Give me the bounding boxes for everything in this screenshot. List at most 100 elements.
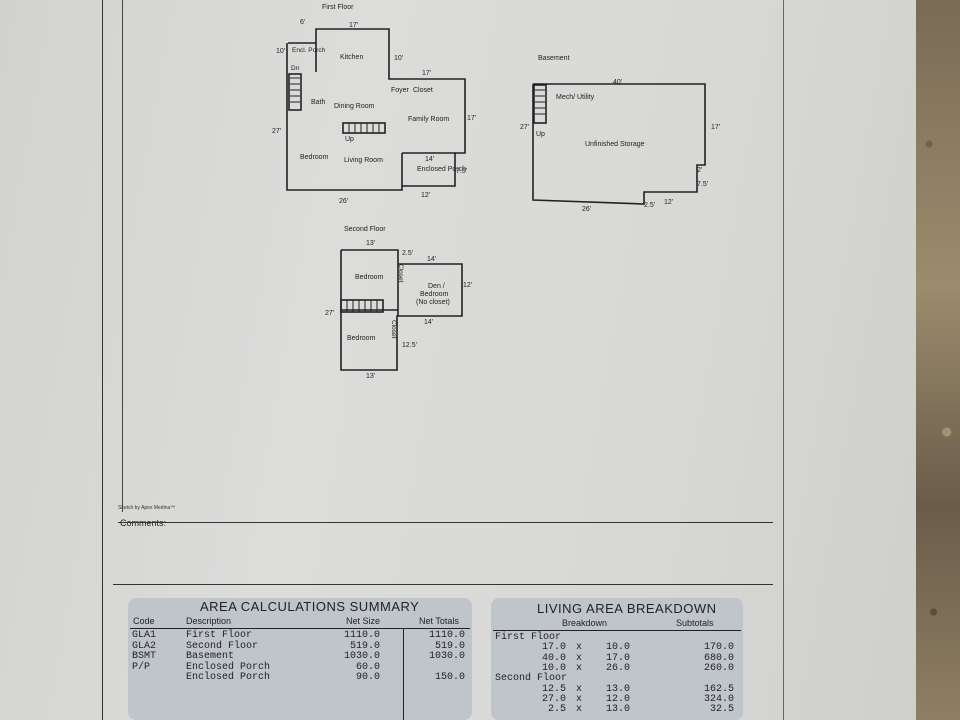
area-summary-panel: [128, 598, 472, 720]
room-label: Kitchen: [340, 54, 363, 61]
dim: 13': [366, 373, 375, 380]
dim: 17': [711, 124, 720, 131]
room-label: Den /: [428, 283, 445, 290]
first-floor-outline: [286, 28, 466, 191]
area-code-cell: GLA1: [132, 630, 157, 641]
room-label: Enclosed Porch: [417, 166, 466, 173]
header-net-size: Net Size: [346, 616, 381, 626]
room-label: Bedroom: [300, 154, 329, 161]
dim: 27': [325, 310, 334, 317]
comments-label: Comments:: [120, 518, 167, 528]
second-floor-outline: [340, 249, 463, 371]
header-breakdown: Breakdown: [562, 618, 608, 628]
dim: 27': [520, 124, 529, 131]
dim: 26': [339, 198, 348, 205]
header-rule: [493, 630, 741, 631]
dim: 14': [425, 156, 434, 163]
dim: 12.5': [402, 342, 417, 349]
dim: 13': [366, 240, 375, 247]
basement-title: Basement: [538, 55, 570, 62]
page-frame: [102, 0, 784, 720]
room-label: Dn: [291, 65, 300, 72]
dim: 26': [582, 206, 591, 213]
inner-border: [122, 0, 123, 512]
breakdown-times-cell: x: [576, 652, 583, 664]
room-label: Living Room: [344, 157, 383, 164]
dim: 17': [422, 70, 431, 77]
breakdown-times-cell: x: [576, 642, 583, 654]
room-label: Unfinished Storage: [585, 141, 645, 148]
area-net-size-cell: 60.0: [355, 661, 380, 673]
room-label: Bedroom: [355, 274, 384, 281]
first-floor-title: First Floor: [322, 4, 354, 11]
dim: 10': [276, 48, 285, 55]
room-label: Up: [536, 131, 545, 138]
dim: 27': [272, 128, 281, 135]
breakdown-length-cell: 12.5: [541, 683, 566, 695]
header-code: Code: [133, 616, 155, 626]
area-net-total-cell: 1030.0: [428, 651, 465, 662]
dim: 10': [394, 55, 403, 62]
area-net-size-cell: 1110.0: [343, 630, 380, 641]
room-label: Encl. Porch: [292, 47, 326, 54]
header-subtotals: Subtotals: [676, 618, 714, 628]
breakdown-length-cell: 2.5: [547, 704, 566, 716]
room-label: Bedroom: [347, 335, 376, 342]
area-description-cell: Enclosed Porch: [186, 672, 271, 683]
breakdown-width-cell: 13.0: [605, 683, 630, 695]
comments-rule: [118, 522, 773, 523]
dim: 12': [463, 282, 472, 289]
area-description-cell: First Floor: [186, 630, 253, 641]
second-floor-title: Second Floor: [344, 226, 386, 233]
breakdown-subtotal-cell: 324.0: [703, 693, 734, 705]
breakdown-length-cell: 27.0: [541, 693, 566, 705]
breakdown-section-label: First Floor: [495, 632, 562, 643]
breakdown-times-cell: x: [576, 662, 583, 674]
dim: 40': [613, 79, 622, 86]
breakdown-width-cell: 13.0: [605, 704, 630, 716]
header-net-totals: Net Totals: [419, 616, 459, 626]
living-breakdown-title: LIVING AREA BREAKDOWN: [537, 601, 717, 616]
breakdown-width-cell: 12.0: [605, 693, 630, 705]
dim: 14': [427, 256, 436, 263]
header-description: Description: [186, 616, 232, 626]
breakdown-times-cell: x: [576, 683, 583, 695]
dim: 2.5': [402, 250, 413, 257]
dim: 17': [349, 22, 358, 29]
area-net-total-cell: 150.0: [434, 672, 465, 683]
dim: 12': [664, 199, 673, 206]
floor-plan-sketch: First Floor 6' 17' 10' 10' 17' 27' 17' 1…: [272, 4, 720, 380]
section-rule: [113, 584, 773, 585]
breakdown-subtotal-cell: 680.0: [703, 652, 734, 664]
room-label: Mech/ Utility: [556, 94, 595, 101]
breakdown-subtotal-cell: 260.0: [703, 662, 734, 674]
breakdown-length-cell: 40.0: [541, 652, 566, 664]
dim: 2': [697, 167, 702, 174]
area-summary-title: AREA CALCULATIONS SUMMARY: [200, 599, 420, 614]
room-label: Foyer: [391, 87, 410, 94]
dim: 7.5': [456, 168, 467, 175]
room-label: Dining Room: [334, 103, 375, 110]
countertop-background: [916, 0, 960, 720]
basement-outline: [532, 83, 706, 205]
room-label: Closet: [390, 320, 397, 339]
breakdown-section-label: Second Floor: [495, 673, 568, 685]
dim: 6': [300, 19, 305, 26]
breakdown-subtotal-cell: 162.5: [703, 683, 734, 695]
breakdown-length-cell: 10.0: [541, 662, 566, 674]
breakdown-width-cell: 17.0: [605, 652, 630, 664]
room-label: Closet: [397, 264, 404, 283]
room-label: Bedroom: [420, 291, 449, 298]
room-label: (No closet): [416, 299, 450, 306]
dim: 2.5': [644, 202, 655, 209]
area-net-total-cell: 519.0: [434, 640, 465, 652]
breakdown-times-cell: x: [576, 693, 583, 705]
living-breakdown-panel: [491, 598, 743, 720]
room-label: Family Room: [408, 116, 449, 123]
breakdown-length-cell: 17.0: [541, 642, 566, 654]
room-label: Bath: [311, 99, 326, 106]
area-code-cell: P/P: [132, 661, 151, 673]
header-rule: [130, 628, 470, 629]
breakdown-width-cell: 26.0: [605, 662, 630, 674]
breakdown-width-cell: 10.0: [605, 642, 630, 654]
